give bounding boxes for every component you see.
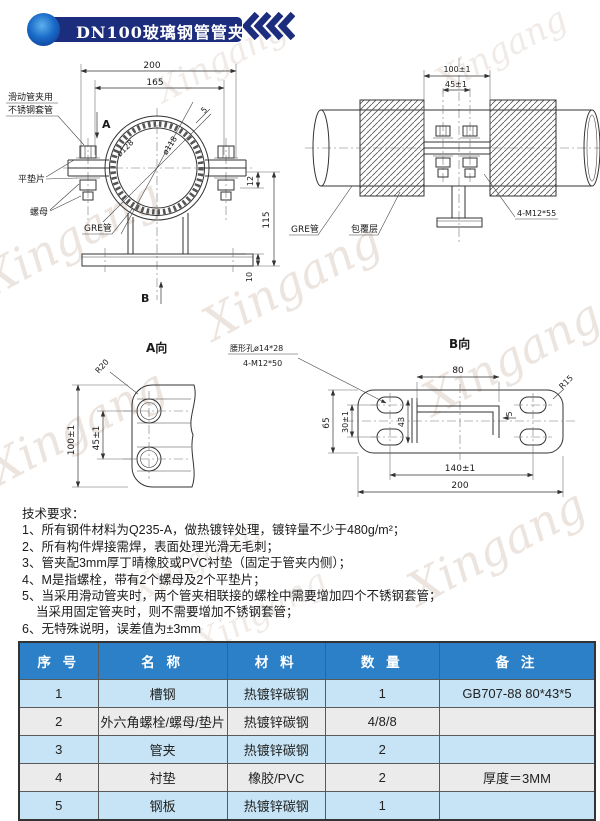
table-row: 4 衬垫 橡胶/PVC 2 厚度＝3MM xyxy=(18,763,596,792)
label-nut: 螺母 xyxy=(30,207,48,218)
cell-quantity: 4/8/8 xyxy=(324,707,440,736)
label-sleeve-line1: 滑动管夹用 xyxy=(8,91,53,103)
requirement-line: 1、所有钢件材料为Q235-A，做热镀锌处理，镀锌量不少于480g/m²； xyxy=(22,523,406,538)
dim-5-label: 5 xyxy=(199,105,209,115)
dim-r15-label: R15 xyxy=(557,373,575,391)
view-b-title: B向 xyxy=(449,336,470,351)
side-view: 100±1 45±1 GRE管 包覆层 4-M12*55 xyxy=(289,58,600,242)
requirement-line: 4、M是指螺栓，带有2个螺母及2个平垫片； xyxy=(22,572,266,587)
dim-65-label: 65 xyxy=(322,417,332,428)
col-header-material: 材 料 xyxy=(226,641,326,680)
logo-circle-icon xyxy=(27,13,60,46)
view-a-arrow-label: A xyxy=(102,118,111,131)
col-header-quantity: 数 量 xyxy=(324,641,440,680)
cell-index: 2 xyxy=(18,707,99,736)
title-banner: DN100玻璃钢管管夹 xyxy=(30,17,245,42)
cell-material: 橡胶/PVC xyxy=(226,763,326,792)
cell-remark: 厚度＝3MM xyxy=(438,763,596,792)
cell-name: 槽钢 xyxy=(97,679,228,708)
dim-43-label: 43 xyxy=(397,417,406,427)
cell-index: 3 xyxy=(18,735,99,764)
technical-drawings: ø128 ø118 5 200 165 12 115 10 xyxy=(6,58,600,497)
label-washer: 平垫片 xyxy=(18,173,45,185)
cell-name: 管夹 xyxy=(97,735,228,764)
requirement-line: 当采用固定管夹时，则不需要增加不锈钢套管； xyxy=(36,605,299,620)
dim-115-label: 115 xyxy=(262,211,272,228)
label-cladding: 包覆层 xyxy=(351,223,378,235)
requirement-line: 3、管夹配3mm厚丁晴橡胶或PVC衬垫（固定于管夹内侧）； xyxy=(22,556,352,571)
note-bolt-spec: 4-M12*50 xyxy=(243,359,282,368)
cell-index: 4 xyxy=(18,763,99,792)
label-bolt-spec: 4-M12*55 xyxy=(517,209,556,218)
label-sleeve-line2: 不锈钢套管 xyxy=(8,104,53,116)
cell-quantity: 1 xyxy=(324,791,440,821)
dim-45-label: 45±1 xyxy=(445,80,467,89)
table-row: 3 管夹 热镀锌碳钢 2 xyxy=(18,735,596,764)
col-header-index: 序 号 xyxy=(18,641,99,680)
cell-material: 热镀锌碳钢 xyxy=(226,679,326,708)
view-b: B向 5 80 65 30±1 43 140±1 200 R15 xyxy=(322,336,578,497)
table-row: 1 槽钢 热镀锌碳钢 1 GB707-88 80*43*5 xyxy=(18,679,596,708)
cell-index: 5 xyxy=(18,791,99,821)
col-header-remark: 备 注 xyxy=(438,641,596,680)
cell-material: 热镀锌碳钢 xyxy=(226,735,326,764)
note-slot-hole: 腰形孔ø14*28 xyxy=(230,344,283,353)
requirement-line: 2、所有构件焊接需焊，表面处理光滑无毛刺； xyxy=(22,539,279,554)
chevrons-icon xyxy=(243,12,295,40)
cell-remark xyxy=(438,735,596,764)
cell-quantity: 1 xyxy=(324,679,440,708)
technical-requirements: 技术要求： 1、所有钢件材料为Q235-A，做热镀锌处理，镀锌量不少于480g/… xyxy=(22,506,587,637)
requirements-heading: 技术要求： xyxy=(22,507,85,521)
dim-140-label: 140±1 xyxy=(445,464,475,474)
requirement-line: 6、无特殊说明，误差值为±3mm xyxy=(22,621,202,636)
cell-remark xyxy=(438,791,596,821)
view-b-arrow-label: B xyxy=(141,292,149,305)
dim-80-label: 80 xyxy=(452,366,464,376)
view-a-title: A向 xyxy=(146,340,167,355)
label-gre-pipe-side: GRE管 xyxy=(291,223,319,235)
dim-200b-label: 200 xyxy=(451,481,468,491)
cell-quantity: 2 xyxy=(324,735,440,764)
bom-table: 序 号 名 称 材 料 数 量 备 注 1 槽钢 热镀锌碳钢 1 GB707-8… xyxy=(18,641,597,821)
dim-dia118-label: ø118 xyxy=(161,135,179,157)
view-a: A向 腰形孔ø14*28 4-M12*50 100±1 45±1 R20 xyxy=(67,340,387,488)
page-title: DN100玻璃钢管管夹 xyxy=(76,23,245,42)
dim-12-label: 12 xyxy=(246,176,255,186)
col-header-name: 名 称 xyxy=(97,641,228,680)
cell-material: 热镀锌碳钢 xyxy=(226,791,326,821)
dim-30-label: 30±1 xyxy=(341,411,350,433)
cell-name: 钢板 xyxy=(97,791,228,821)
front-view: ø128 ø118 5 200 165 12 115 10 xyxy=(6,61,280,305)
table-row: 5 钢板 热镀锌碳钢 1 xyxy=(18,791,596,821)
dim-45a-label: 45±1 xyxy=(92,426,102,451)
dim-5b-label: 5 xyxy=(505,411,514,416)
cell-name: 外六角螺栓/螺母/垫片 xyxy=(97,707,228,736)
dim-100-label: 100±1 xyxy=(443,65,470,74)
dim-10-label: 10 xyxy=(245,272,254,282)
table-row: 2 外六角螺栓/螺母/垫片 热镀锌碳钢 4/8/8 xyxy=(18,707,596,736)
cell-remark xyxy=(438,707,596,736)
cell-remark: GB707-88 80*43*5 xyxy=(438,679,596,708)
cell-material: 热镀锌碳钢 xyxy=(226,707,326,736)
dim-100a-label: 100±1 xyxy=(67,425,77,455)
table-header-row: 序 号 名 称 材 料 数 量 备 注 xyxy=(18,641,596,680)
dim-200-label: 200 xyxy=(143,61,160,71)
cell-quantity: 2 xyxy=(324,763,440,792)
requirement-line: 5、当采用滑动管夹时，两个管夹相联接的螺栓中需要增加四个不锈钢套管； xyxy=(22,589,442,604)
label-gre-pipe: GRE管 xyxy=(84,222,112,234)
dim-r20-label: R20 xyxy=(94,357,111,375)
cell-name: 衬垫 xyxy=(97,763,228,792)
cell-index: 1 xyxy=(18,679,99,708)
dim-165-label: 165 xyxy=(146,78,163,88)
